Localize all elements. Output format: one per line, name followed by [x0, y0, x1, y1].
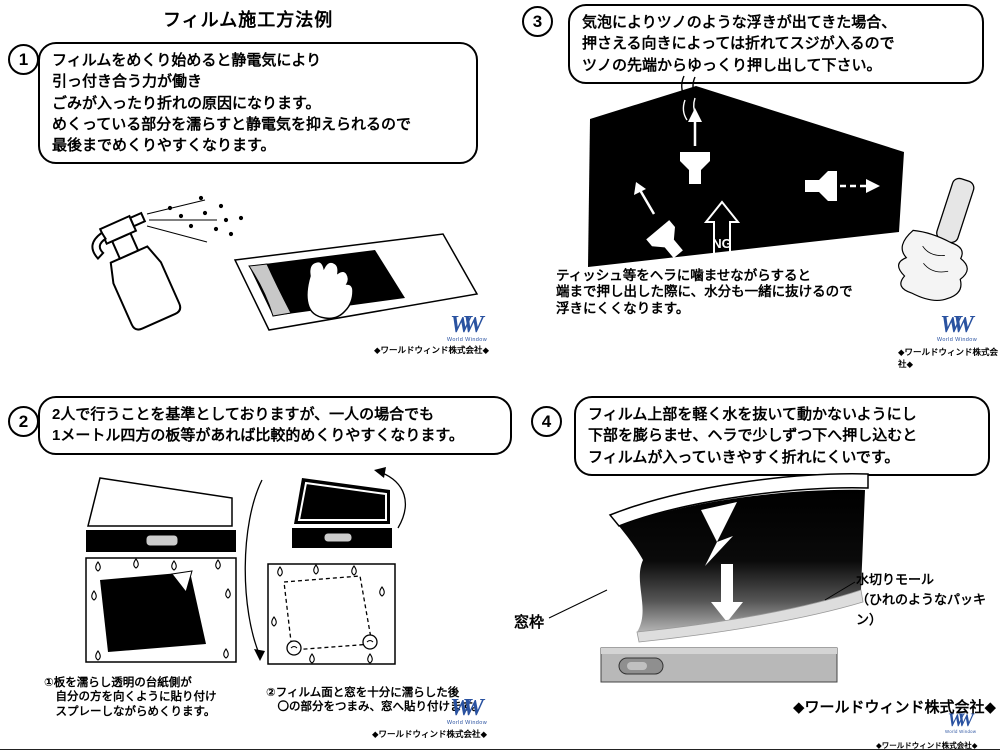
ww-logo-subtitle: World Window — [446, 336, 488, 343]
door-handle-icon — [323, 532, 353, 543]
pointer-line — [548, 589, 608, 619]
pinch-point-icon — [362, 634, 378, 650]
company-name: ◆ワールドウィンド株式会社◆ — [898, 347, 999, 369]
bottom-divider — [0, 749, 1000, 750]
film-highlight-icon — [701, 502, 737, 566]
film-being-installed — [619, 489, 865, 632]
ww-logo-subtitle: World Window — [446, 719, 488, 726]
step2-caption-right: ②フィルム面と窓を十分に濡らした後 〇の部分をつまみ、窓へ貼り付けます。 — [266, 687, 484, 714]
world-window-logo: WW World Window — [438, 695, 496, 726]
ww-logo-subtitle: World Window — [944, 729, 977, 735]
film-curl — [248, 263, 292, 317]
step1-number-badge: 1 — [8, 44, 39, 75]
window-left — [85, 477, 237, 663]
window-frame-label: 窓枠 — [514, 614, 545, 631]
ww-logo-letters: WW — [450, 695, 484, 721]
squeegee-up-icon — [680, 108, 710, 184]
ng-label: NG — [712, 236, 732, 251]
company-name-large: ◆ワールドウィンド株式会社◆ — [793, 699, 997, 716]
ww-logo-letters: WW — [940, 312, 974, 338]
rotate-arrow-icon — [244, 467, 406, 661]
spray-bottle-icon — [91, 211, 182, 331]
company-name: ◆ワールドウィンド株式会社◆ — [876, 741, 978, 750]
world-window-logo: WW World Window — [938, 710, 983, 735]
step3-note: ティッシュ等をヘラに噛ませながらすると 端まで押し出した際に、水分も一緒に抜ける… — [556, 268, 853, 316]
molding-label: 水切りモール （ひれのようなパッキン） — [856, 572, 987, 628]
ww-logo-letters: WW — [450, 312, 484, 338]
step4-illustration — [548, 473, 869, 683]
step4-number-badge: 4 — [531, 406, 562, 437]
pointer-line — [824, 581, 856, 601]
pinch-point-icon — [286, 640, 302, 656]
ng-arrow-icon — [703, 200, 741, 257]
film-on-board — [100, 572, 206, 652]
step1-bubble: フィルムをめくり始めると静電気により 引っ付き合う力が働き ごみが入ったり折れの… — [38, 42, 478, 165]
tissue-squeegee-icon — [898, 177, 975, 301]
squeegee-tilt-icon — [634, 182, 690, 264]
hand-icon — [306, 260, 354, 320]
step4-bubble: フィルム上部を軽く水を抜いて動かないようにし 下部を膨らませ、ヘラで少しずつ下へ… — [574, 396, 990, 476]
step3-bubble: 気泡によりツノのような浮きが出てきた場合、 押さえる向きによっては折れてスジが入… — [568, 4, 984, 84]
film-fold-corner — [171, 570, 193, 594]
step2-caption-left: ①板を濡らし透明の台紙側が 自分の方を向くように貼り付け スプレーしながらめくり… — [44, 677, 217, 718]
door-handle-icon — [145, 534, 179, 547]
window-frame-outline — [608, 473, 869, 527]
film-dashed-outline — [283, 575, 373, 651]
company-name: ◆ワールドウィンド株式会社◆ — [374, 345, 490, 355]
ww-logo-letters: WW — [947, 710, 973, 731]
page-title: フィルム施工方法例 — [163, 10, 334, 30]
squeegee-right-icon — [805, 171, 880, 201]
step2-bubble: 2人で行うことを基準としておりますが、一人の場合でも 1メートル四方の板等があれ… — [38, 396, 512, 455]
world-window-logo: WW World Window — [928, 312, 986, 343]
ww-logo-subtitle: World Window — [936, 336, 978, 343]
step2-number-badge: 2 — [8, 406, 39, 437]
world-window-logo: WW World Window — [438, 312, 496, 343]
company-name: ◆ワールドウィンド株式会社◆ — [372, 729, 488, 739]
step3-number-badge: 3 — [522, 6, 553, 37]
step2-illustration — [85, 467, 406, 665]
step3-illustration: NG — [588, 75, 975, 301]
down-arrow-icon — [711, 564, 743, 622]
window-right — [244, 467, 406, 665]
packing-fin — [636, 589, 864, 643]
step1-illustration — [91, 195, 479, 331]
door-sill — [600, 647, 838, 683]
spray-mist-icon — [146, 195, 244, 243]
tinted-window — [588, 86, 904, 267]
